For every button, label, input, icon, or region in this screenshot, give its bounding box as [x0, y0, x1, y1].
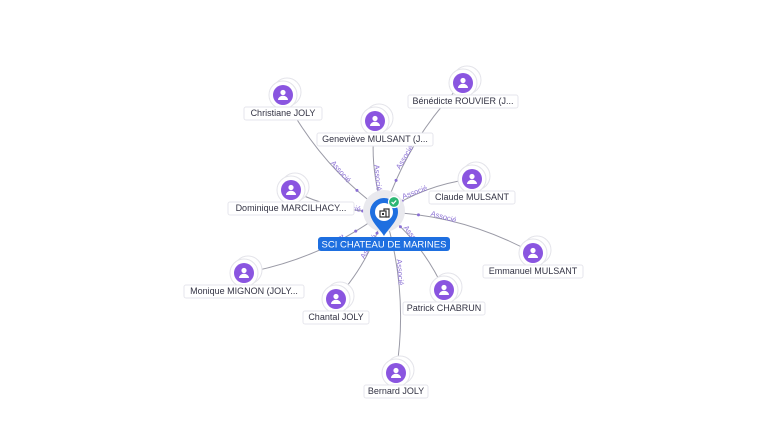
edge-label-genevieve-mulsant: Associé — [372, 164, 384, 191]
edge-arrow-benedicte-rouvier — [394, 178, 398, 182]
edge-arrow-monique-mignon — [354, 229, 358, 233]
person-icon — [458, 77, 468, 88]
person-node-emmanuel-mulsant[interactable]: Emmanuel MULSANT — [482, 235, 584, 279]
node-label: Bernard JOLY — [368, 386, 424, 396]
person-node-chantal-joly[interactable]: Chantal JOLY — [302, 281, 370, 325]
person-icon — [278, 89, 288, 100]
edge-label-bernard-joly: Associé — [395, 259, 406, 286]
person-icon — [439, 284, 449, 295]
person-icon — [331, 293, 341, 304]
person-icon — [286, 184, 296, 195]
person-node-patrick-chabrun[interactable]: Patrick CHABRUN — [402, 272, 486, 316]
nodes-layer: Christiane JOLY Bénédicte ROUVIER (J... Ge… — [183, 65, 584, 399]
person-icon — [528, 247, 538, 258]
node-label-box — [243, 106, 323, 121]
node-label-box — [316, 132, 434, 147]
center-label: SCI CHATEAU DE MARINES — [322, 240, 447, 251]
node-label-box — [227, 201, 355, 216]
edge-label-christiane-joly: Associé — [329, 159, 353, 185]
node-label: Dominique MARCILHACY... — [236, 203, 347, 213]
person-node-claude-mulsant[interactable]: Claude MULSANT — [428, 161, 516, 205]
edge-arrow-patrick-chabrun — [398, 225, 402, 229]
center-node[interactable]: SCI CHATEAU DE MARINES — [318, 190, 450, 251]
building-icon — [379, 208, 390, 218]
node-label-box — [482, 264, 584, 279]
person-node-monique-mignon[interactable]: Monique MIGNON (JOLY... — [183, 255, 305, 299]
person-icon — [370, 115, 380, 126]
edge-label-benedicte-rouvier: Associé — [394, 144, 415, 171]
node-label: Christiane JOLY — [251, 108, 316, 118]
node-label-box — [407, 94, 519, 109]
node-label: Chantal JOLY — [308, 312, 363, 322]
person-node-dominique-marcilhacy[interactable]: Dominique MARCILHACY... — [227, 172, 355, 216]
node-label: Monique MIGNON (JOLY... — [190, 286, 298, 296]
edge-bernard-joly — [383, 211, 402, 374]
node-label: Claude MULSANT — [435, 192, 510, 202]
node-label-box — [183, 284, 305, 299]
node-label: Patrick CHABRUN — [407, 303, 482, 313]
person-node-christiane-joly[interactable]: Christiane JOLY — [243, 77, 323, 121]
person-node-benedicte-rouvier[interactable]: Bénédicte ROUVIER (J... — [407, 65, 519, 109]
person-icon — [239, 267, 249, 278]
check-icon — [387, 195, 401, 209]
node-label: Geneviève MULSANT (J... — [322, 134, 428, 144]
node-label: Bénédicte ROUVIER (J... — [412, 96, 513, 106]
person-node-bernard-joly[interactable]: Bernard JOLY — [363, 355, 429, 399]
person-icon — [467, 173, 477, 184]
node-label-box — [402, 301, 486, 316]
node-label-box — [428, 190, 516, 205]
node-label-box — [363, 384, 429, 399]
person-node-genevieve-mulsant[interactable]: Geneviève MULSANT (J... — [316, 103, 434, 147]
edge-arrow-chantal-joly — [375, 231, 379, 235]
edge-label-emmanuel-mulsant: Associé — [430, 209, 458, 225]
edge-arrow-christiane-joly — [355, 188, 359, 192]
node-label-box — [302, 310, 370, 325]
center-label-box — [318, 237, 450, 251]
node-label: Emmanuel MULSANT — [489, 266, 578, 276]
edge-arrow-emmanuel-mulsant — [416, 213, 420, 217]
person-icon — [391, 367, 401, 378]
edge-label-claude-mulsant: Associé — [401, 183, 429, 201]
